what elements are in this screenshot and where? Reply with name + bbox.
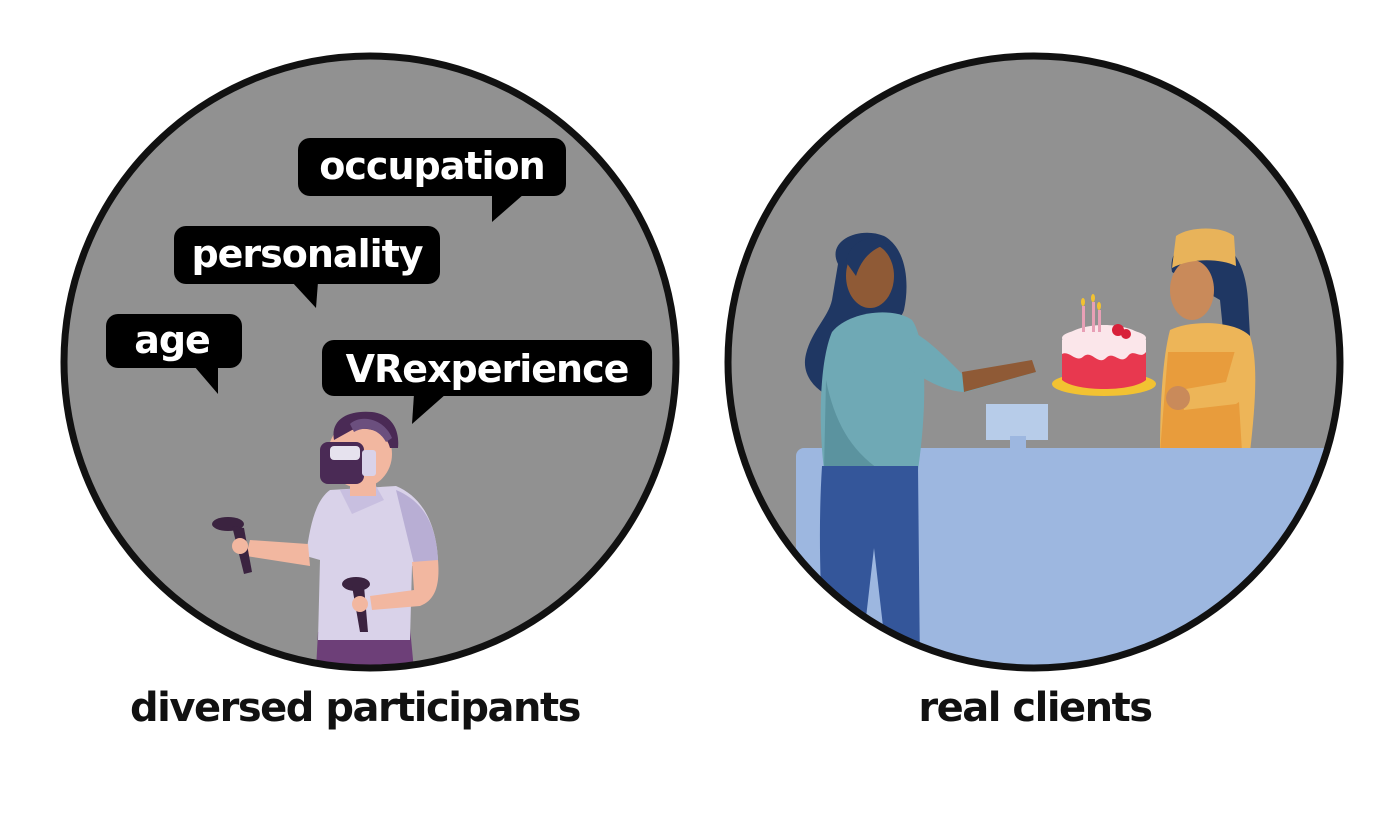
personality-label: personality bbox=[191, 232, 423, 276]
occupation-label: occupation bbox=[319, 144, 544, 188]
left-circle-panel: occupation personality age VRexperience bbox=[60, 52, 680, 672]
left-panel-caption: diversed participants bbox=[130, 685, 581, 731]
baker-cap-icon bbox=[1172, 228, 1236, 268]
age-bubble: age bbox=[106, 314, 242, 394]
register-screen-icon bbox=[986, 404, 1048, 452]
vr-controller-left-icon bbox=[212, 517, 252, 574]
client-figure bbox=[804, 232, 1036, 668]
baker-figure bbox=[1160, 228, 1256, 452]
vr-participant-figure bbox=[212, 411, 439, 668]
cake-icon bbox=[1052, 294, 1156, 396]
age-label: age bbox=[134, 318, 210, 362]
right-panel-caption: real clients bbox=[918, 685, 1153, 731]
vr-experience-bubble: VRexperience bbox=[322, 340, 652, 424]
right-circle-panel bbox=[724, 52, 1344, 672]
vr-experience-label: VRexperience bbox=[346, 347, 629, 391]
left-circle-border bbox=[60, 52, 680, 672]
occupation-bubble: occupation bbox=[298, 138, 566, 222]
personality-bubble: personality bbox=[174, 226, 440, 308]
vr-controller-right-icon bbox=[342, 577, 370, 632]
right-circle-border bbox=[724, 52, 1344, 672]
